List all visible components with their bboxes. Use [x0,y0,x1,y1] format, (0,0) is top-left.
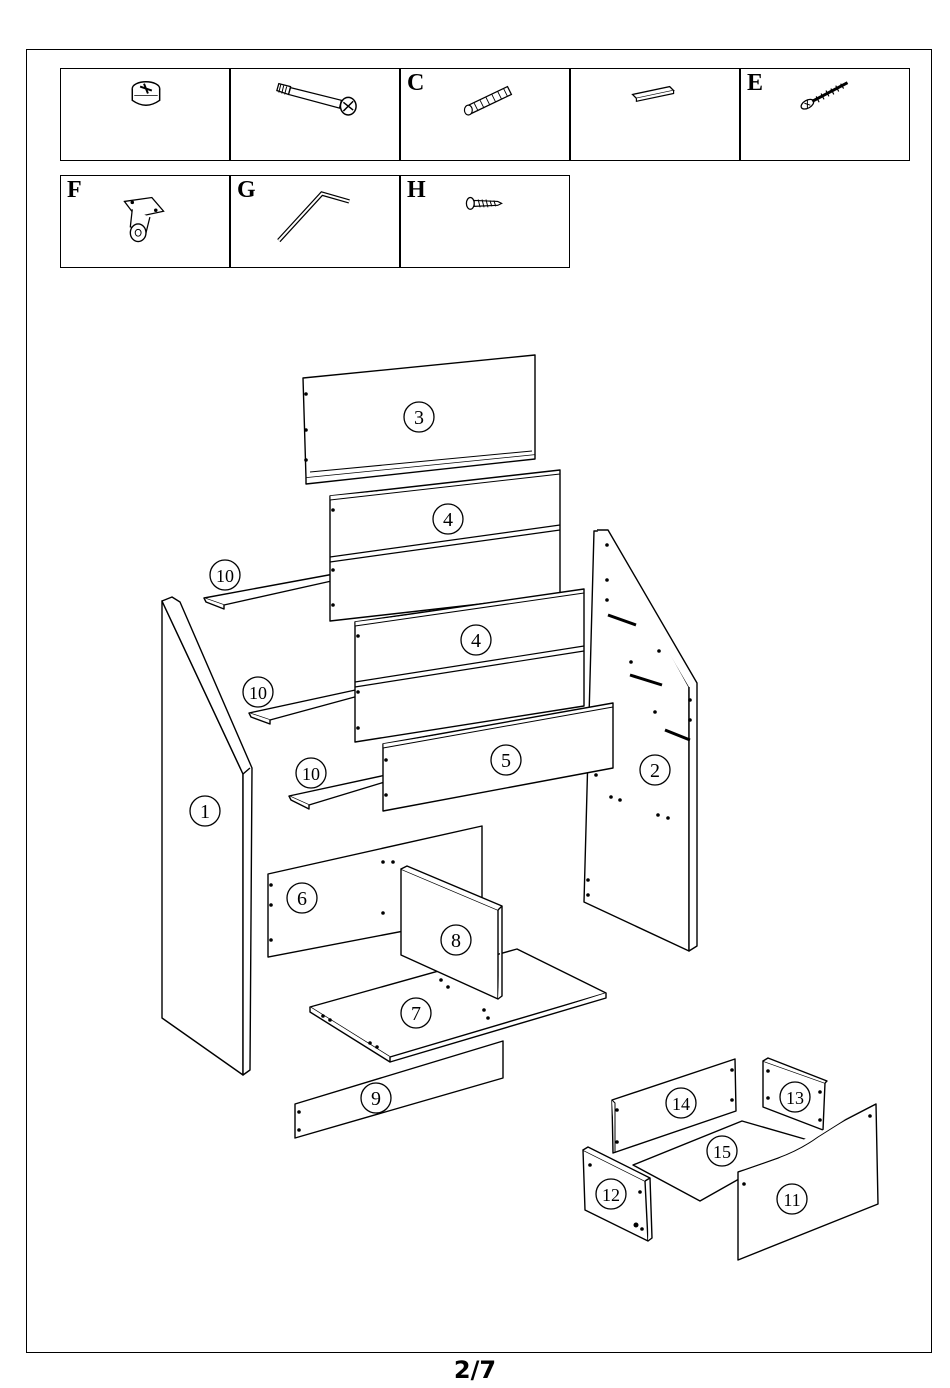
part-number: 4 [443,509,453,531]
callout-part-3: 3 [404,402,434,432]
callout-part-4-lower: 4 [461,625,491,655]
callout-part-8: 8 [441,925,471,955]
callout-part-13: 13 [780,1082,810,1112]
callout-part-10-top: 10 [210,560,240,590]
part-number: 10 [302,764,320,784]
callout-part-11: 11 [777,1184,807,1214]
part-number: 12 [602,1185,620,1205]
callout-part-2: 2 [640,755,670,785]
part-number: 15 [713,1142,731,1162]
part-number: 10 [249,683,267,703]
part-number: 5 [501,750,511,772]
part-number: 8 [451,930,461,952]
panel-9-kickboard [295,1041,503,1138]
part-number: 10 [216,566,234,586]
callout-part-14: 14 [666,1088,696,1118]
callout-part-5: 5 [491,745,521,775]
callout-part-6: 6 [287,883,317,913]
callout-part-1: 1 [190,796,220,826]
part-number: 2 [650,760,660,782]
callout-part-10-mid: 10 [243,677,273,707]
part-number: 1 [200,801,210,823]
part-number: 7 [411,1003,421,1025]
part-number: 9 [371,1088,381,1110]
callout-part-7: 7 [401,998,431,1028]
callout-part-10-low: 10 [296,758,326,788]
callout-part-4-upper: 4 [433,504,463,534]
part-number: 6 [297,888,307,910]
part-number: 13 [786,1088,804,1108]
callout-part-12: 12 [596,1179,626,1209]
page-number: 2/7 [0,1356,950,1384]
callout-part-9: 9 [361,1083,391,1113]
part-number: 4 [471,630,481,652]
callout-part-15: 15 [707,1136,737,1166]
part-number: 3 [414,407,424,429]
part-number: 11 [783,1190,800,1210]
panel-1-left-side [162,597,252,1075]
part-number: 14 [672,1094,690,1114]
